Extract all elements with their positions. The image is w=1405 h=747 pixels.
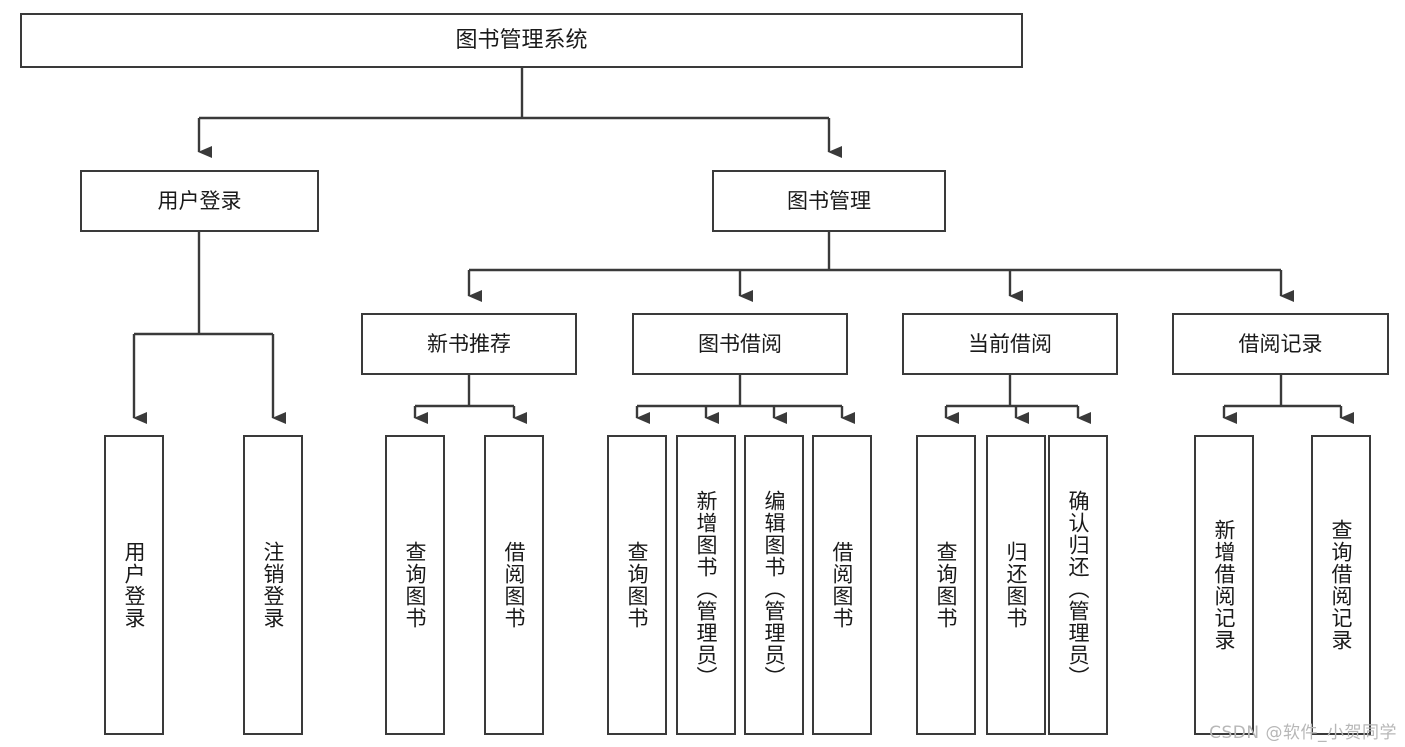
node-root-system[interactable]: 图书管理系统 xyxy=(20,13,1023,68)
node-label: 查询图书 xyxy=(625,541,650,629)
leaf-recommend-query-book[interactable]: 查询图书 xyxy=(385,435,445,735)
leaf-borrow-edit-book[interactable]: 编辑图书（管理员） xyxy=(744,435,804,735)
node-book-borrow[interactable]: 图书借阅 xyxy=(632,313,848,375)
node-label: 新增图书（管理员） xyxy=(694,490,719,688)
node-label: 图书借阅 xyxy=(698,331,782,356)
node-label: 图书管理系统 xyxy=(455,27,588,53)
leaf-recommend-borrow-book[interactable]: 借阅图书 xyxy=(484,435,544,735)
node-current-borrow[interactable]: 当前借阅 xyxy=(902,313,1118,375)
node-borrow-record[interactable]: 借阅记录 xyxy=(1172,313,1389,375)
node-label: 当前借阅 xyxy=(968,331,1052,356)
node-label: 新书推荐 xyxy=(427,331,511,356)
leaf-borrow-borrow-book[interactable]: 借阅图书 xyxy=(812,435,872,735)
leaf-user-login[interactable]: 用户登录 xyxy=(104,435,164,735)
node-label: 借阅记录 xyxy=(1238,331,1323,356)
node-user-login[interactable]: 用户登录 xyxy=(80,170,319,232)
node-label: 查询图书 xyxy=(403,541,428,629)
node-label: 注销登录 xyxy=(261,541,286,629)
node-label: 借阅图书 xyxy=(502,541,527,629)
leaf-record-add-record[interactable]: 新增借阅记录 xyxy=(1194,435,1254,735)
node-label: 查询借阅记录 xyxy=(1329,519,1354,651)
leaf-current-confirm-return[interactable]: 确认归还（管理员） xyxy=(1048,435,1108,735)
leaf-logout[interactable]: 注销登录 xyxy=(243,435,303,735)
node-label: 确认归还（管理员） xyxy=(1066,490,1091,688)
node-label: 归还图书 xyxy=(1004,541,1029,629)
leaf-current-return-book[interactable]: 归还图书 xyxy=(986,435,1046,735)
node-label: 图书管理 xyxy=(787,188,871,213)
node-label: 用户登录 xyxy=(157,188,242,213)
leaf-borrow-add-book[interactable]: 新增图书（管理员） xyxy=(676,435,736,735)
node-label: 查询图书 xyxy=(934,541,959,629)
node-label: 新增借阅记录 xyxy=(1212,519,1237,651)
leaf-borrow-query-book[interactable]: 查询图书 xyxy=(607,435,667,735)
node-new-book-recommend[interactable]: 新书推荐 xyxy=(361,313,577,375)
node-book-management[interactable]: 图书管理 xyxy=(712,170,946,232)
node-label: 编辑图书（管理员） xyxy=(762,490,787,688)
node-label: 用户登录 xyxy=(122,541,147,629)
leaf-current-query-book[interactable]: 查询图书 xyxy=(916,435,976,735)
leaf-record-query-record[interactable]: 查询借阅记录 xyxy=(1311,435,1371,735)
node-label: 借阅图书 xyxy=(830,541,855,629)
csdn-watermark: CSDN @软件_小贺同学 xyxy=(1209,723,1397,743)
